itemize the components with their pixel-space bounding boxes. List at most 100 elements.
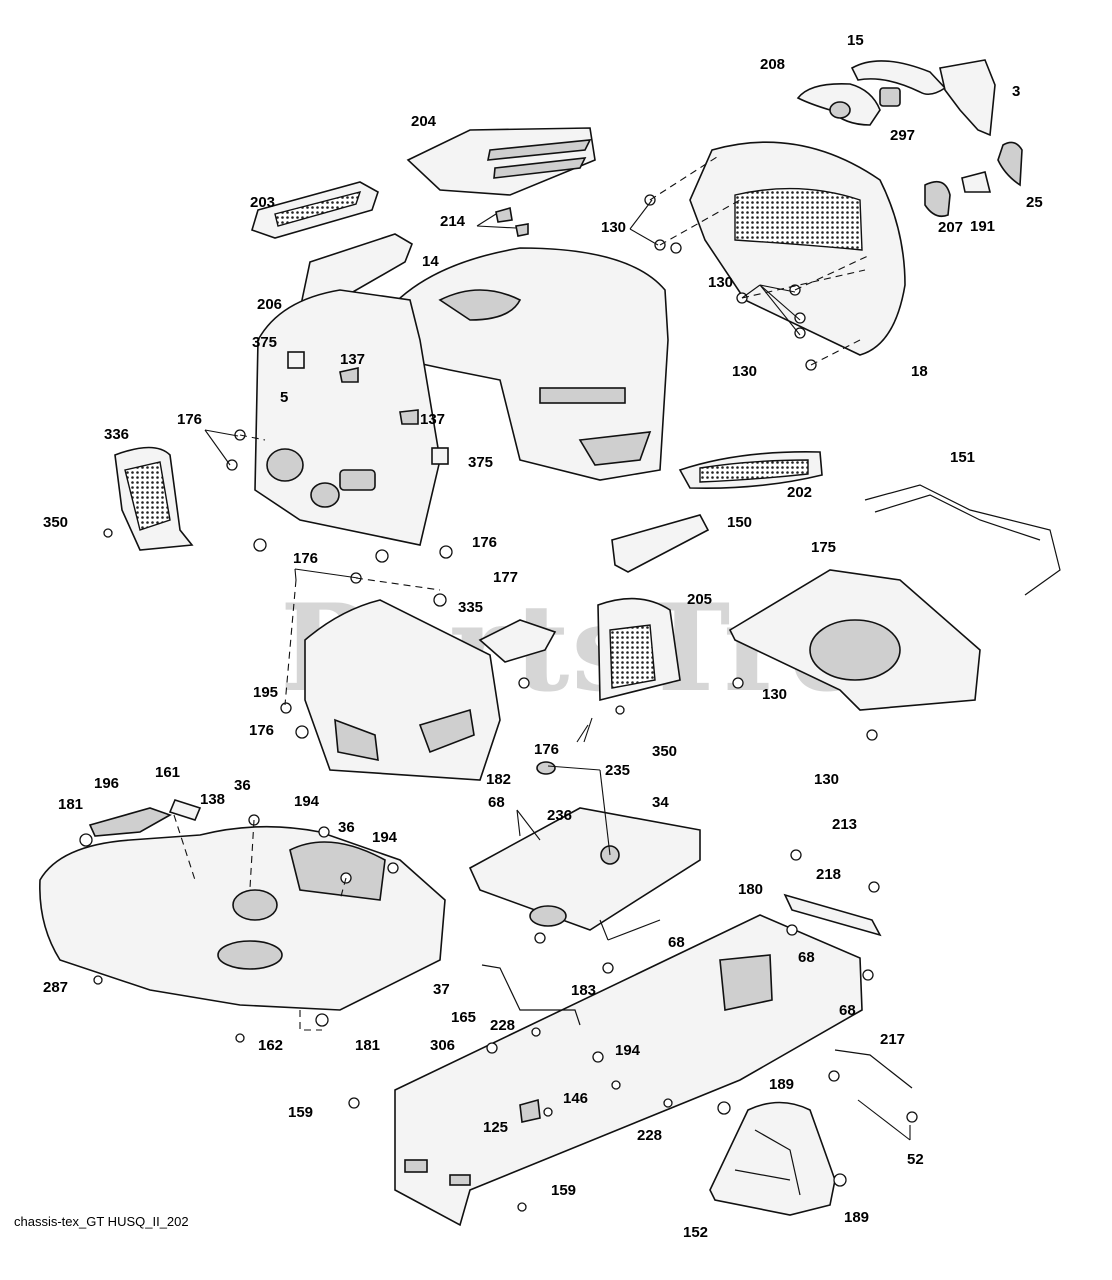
part-208-light-housing (796, 82, 881, 126)
part-175-bracket (478, 619, 557, 663)
callout-68-d: 68 (839, 1002, 856, 1019)
part-182-front-body (304, 599, 501, 781)
callout-150: 175 (811, 539, 837, 556)
callout-18: 18 (911, 363, 928, 380)
callout-235: 235 (605, 762, 631, 779)
part-37-fender (39, 825, 446, 1011)
callout-350-b: 350 (652, 743, 678, 760)
callout-68-a: 68 (488, 794, 505, 811)
part-14-hood (379, 247, 669, 481)
part-205-trim (611, 514, 710, 573)
callout-191: 191 (970, 218, 996, 235)
part-165-rod (481, 964, 581, 1026)
callout-159-b: 159 (551, 1182, 577, 1199)
callout-236: 236 (547, 807, 573, 824)
callout-176-b: 176 (472, 534, 498, 551)
callout-3: 3 (1012, 83, 1021, 100)
part-204-hood-top (406, 127, 596, 196)
callout-218: 218 (816, 866, 842, 883)
callout-15: 15 (847, 32, 864, 49)
part-375-pad-b (431, 447, 449, 465)
callout-52: 52 (907, 1151, 924, 1168)
callout-217: 217 (880, 1031, 906, 1048)
part-202-grille (678, 451, 823, 490)
callout-213: 213 (832, 816, 858, 833)
callout-375-a: 375 (252, 334, 278, 351)
part-180-main-frame (394, 914, 863, 1227)
callout-194-a: 194 (294, 793, 320, 810)
callout-37: 37 (433, 981, 450, 998)
part-336-side-panel (114, 446, 194, 551)
callout-162: 162 (258, 1037, 284, 1054)
part-214-clips (495, 206, 529, 237)
callout-181-b: 181 (355, 1037, 381, 1054)
callout-206: 206 (257, 296, 283, 313)
callout-196: 196 (94, 775, 120, 792)
callout-36-a: 36 (234, 777, 251, 794)
callout-130-e: 130 (814, 771, 840, 788)
part-335-panel (597, 597, 681, 702)
callout-176-d: 176 (249, 722, 275, 739)
callout-159-a: 159 (288, 1104, 314, 1121)
callout-335: 205 (687, 591, 713, 608)
callout-228-b: 228 (637, 1127, 663, 1144)
callout-350-a: 350 (43, 514, 69, 531)
callout-287: 287 (43, 979, 69, 996)
part-34-mount-plate (468, 807, 701, 931)
part-217-rod (834, 1049, 913, 1089)
callout-214: 214 (440, 213, 466, 230)
part-218-bracket (783, 893, 882, 937)
callout-228-a: 228 (490, 1017, 516, 1034)
callout-68-b: 68 (668, 934, 685, 951)
part-161-knob (168, 799, 202, 821)
callout-34: 34 (652, 794, 669, 811)
callout-183: 183 (571, 982, 597, 999)
part-137-clip-b (399, 409, 419, 425)
callout-177: 335 (458, 599, 484, 616)
callout-195: 195 (253, 684, 279, 701)
callout-161: 161 (155, 764, 181, 781)
callout-336: 336 (104, 426, 130, 443)
callout-297: 297 (890, 127, 916, 144)
callout-138: 138 (200, 791, 226, 808)
callout-175: 177 (493, 569, 519, 586)
assembly-dashed-lines (173, 154, 871, 1031)
callout-130-b: 130 (708, 274, 734, 291)
callout-130-a: 130 (601, 219, 627, 236)
callout-182: 182 (486, 771, 512, 788)
callout-146: 146 (563, 1090, 589, 1107)
callout-202: 202 (787, 484, 813, 501)
callout-137-a: 137 (340, 351, 366, 368)
callout-130-d: 130 (762, 686, 788, 703)
callout-204: 204 (411, 113, 437, 130)
callout-205: 150 (727, 514, 753, 531)
callout-137-b: 137 (420, 411, 446, 428)
part-151-bracket (864, 484, 1061, 596)
callout-180: 180 (738, 881, 764, 898)
part-15-trim-strip (850, 60, 947, 96)
part-297-bulb (879, 87, 901, 107)
callout-151: 151 (950, 449, 976, 466)
bolt-fasteners (79, 194, 918, 1212)
callout-leader-lines (204, 199, 911, 1141)
part-196-pad (88, 807, 172, 837)
part-25-clip (997, 141, 1023, 187)
part-207-socket (924, 180, 951, 218)
part-150-deck-shield (728, 569, 981, 711)
callout-176-c: 176 (293, 550, 319, 567)
callout-181-a: 181 (58, 796, 84, 813)
callout-25: 25 (1026, 194, 1043, 211)
callout-194-b: 194 (372, 829, 398, 846)
callout-68-c: 68 (798, 949, 815, 966)
callout-14: 14 (422, 253, 439, 270)
part-152-battery-tray (709, 1101, 836, 1216)
callout-125: 125 (483, 1119, 509, 1136)
part-375-pad-a (287, 351, 305, 369)
callout-207: 207 (938, 219, 964, 236)
callout-165: 165 (451, 1009, 477, 1026)
part-125-bracket (519, 1098, 541, 1123)
callout-208: 208 (760, 56, 786, 73)
callout-176-a: 176 (177, 411, 203, 428)
